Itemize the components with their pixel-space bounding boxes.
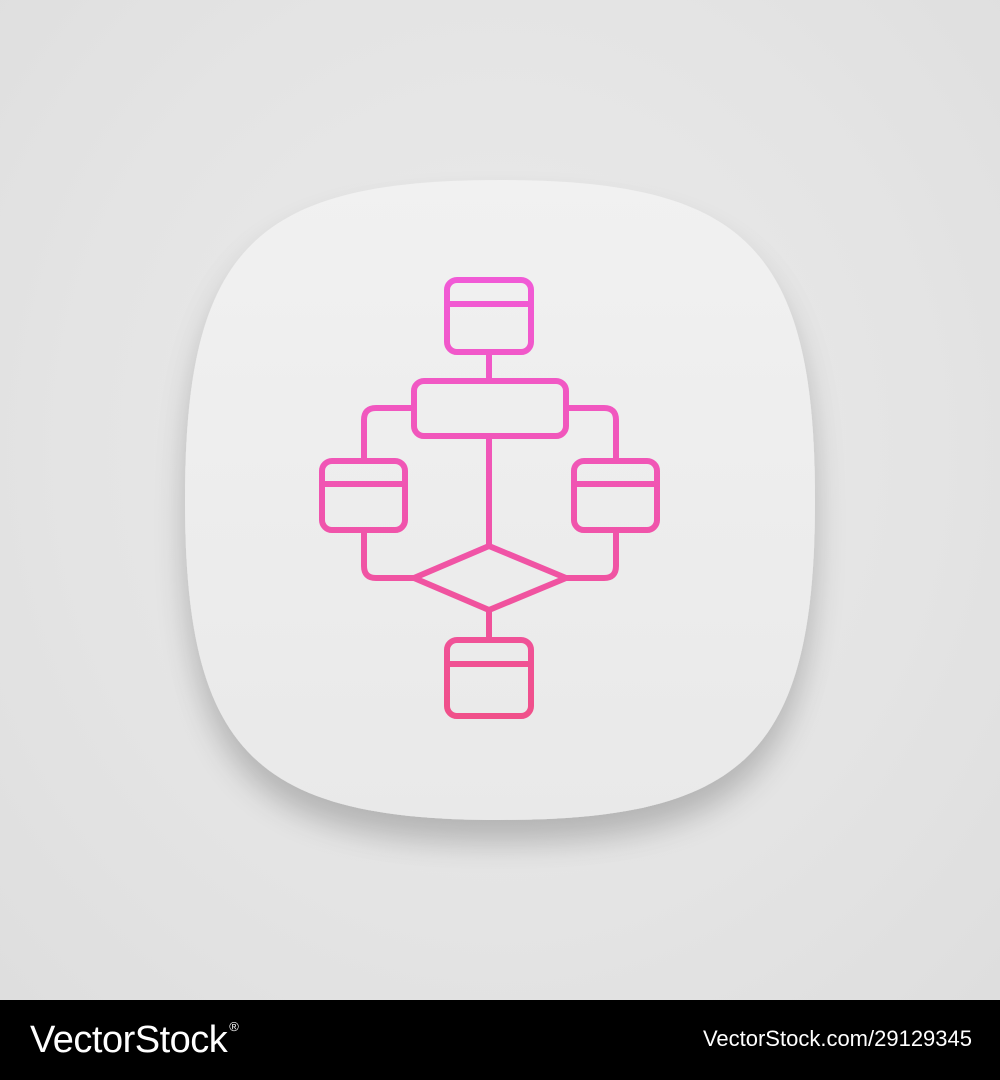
canvas-background [0, 0, 1000, 1000]
brand-name: VectorStock [30, 1019, 228, 1061]
flowchart-app-icon [185, 180, 815, 820]
bottom-node-icon [444, 637, 534, 719]
flowchart-glyph [319, 277, 660, 719]
image-id-url: VectorStock.com/29129345 [702, 1026, 972, 1051]
watermark-footer: VectorStock® VectorStock.com/29129345 [0, 1000, 1000, 1080]
app-card [185, 180, 815, 820]
connector-right-branch [563, 405, 619, 464]
connector-left-return [361, 527, 417, 581]
connector-right-return [563, 527, 619, 581]
connector-left-branch [361, 405, 417, 464]
vectorstock-logo: VectorStock® [30, 1017, 239, 1063]
registered-mark: ® [229, 1019, 239, 1034]
